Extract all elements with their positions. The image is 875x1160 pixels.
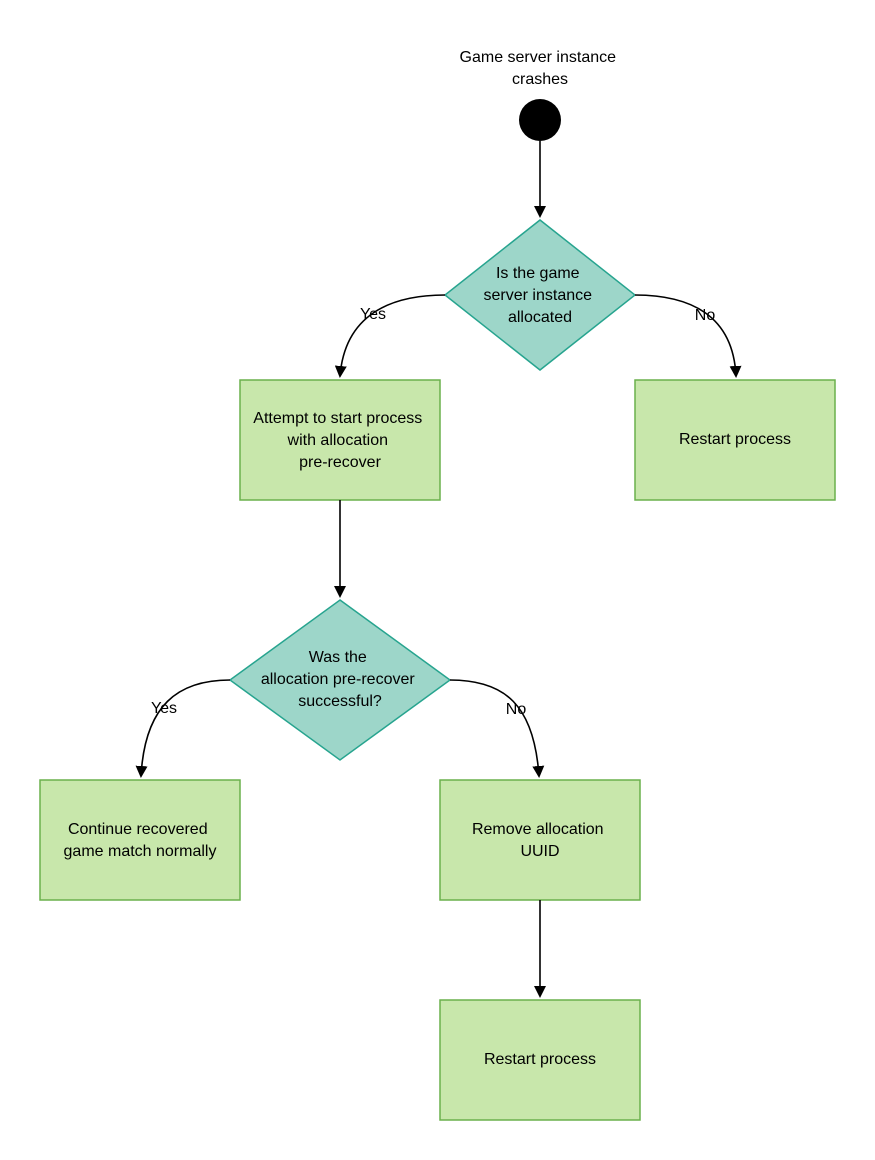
decision-success-text: Was the allocation pre-recover successfu… bbox=[261, 649, 419, 710]
edge-allocated-yes bbox=[334, 294, 446, 378]
edge-allocated-yes-label: Yes bbox=[360, 306, 386, 323]
process-remove-uuid-line-1: Remove allocation bbox=[472, 821, 604, 838]
process-restart-top bbox=[634, 379, 836, 501]
process-attempt-prerecover-line-3: pre-recover bbox=[299, 454, 381, 471]
decision-success-line-1: Was the bbox=[309, 649, 367, 666]
process-restart-top-text: Restart process bbox=[679, 431, 791, 448]
edge-allocated-no-label: No bbox=[695, 307, 716, 324]
process-restart-bottom bbox=[439, 999, 641, 1121]
decision-success bbox=[228, 599, 452, 761]
decision-allocated-line-2: server instance bbox=[484, 287, 593, 304]
process-restart-bottom-line-1: Restart process bbox=[484, 1051, 596, 1068]
edge-success-no bbox=[449, 679, 545, 778]
process-attempt-prerecover bbox=[239, 379, 441, 501]
process-remove-uuid-text: Remove allocation UUID bbox=[472, 821, 608, 860]
start-label: Game server instance crashes bbox=[460, 49, 621, 88]
process-remove-uuid bbox=[439, 779, 641, 901]
start-node bbox=[519, 99, 561, 141]
decision-allocated-line-1: Is the game bbox=[496, 265, 580, 282]
decision-success-line-3: successful? bbox=[298, 693, 382, 710]
process-attempt-prerecover-line-2: with allocation bbox=[287, 432, 389, 449]
process-continue-match-text: Continue recovered game match normally bbox=[64, 821, 217, 860]
edge-success-yes bbox=[135, 679, 231, 778]
process-attempt-prerecover-text: Attempt to start process with allocation… bbox=[253, 410, 426, 471]
process-continue-match-line-1: Continue recovered bbox=[68, 821, 208, 838]
decision-allocated-line-3: allocated bbox=[508, 309, 572, 326]
decision-allocated-text: Is the game server instance allocated bbox=[484, 265, 597, 326]
process-continue-match-line-2: game match normally bbox=[64, 843, 217, 860]
decision-success-line-2: allocation pre-recover bbox=[261, 671, 416, 688]
decision-allocated bbox=[443, 219, 637, 371]
start-label-line-2: crashes bbox=[512, 71, 568, 88]
edge-success-no-label: No bbox=[506, 701, 527, 718]
process-continue-match bbox=[39, 779, 241, 901]
edge-success-yes-label: Yes bbox=[151, 700, 177, 717]
edge-allocated-no bbox=[634, 294, 742, 378]
process-restart-top-line-1: Restart process bbox=[679, 431, 791, 448]
process-remove-uuid-line-2: UUID bbox=[520, 843, 559, 860]
start-label-line-1: Game server instance bbox=[460, 49, 617, 66]
process-attempt-prerecover-line-1: Attempt to start process bbox=[253, 410, 422, 427]
process-restart-bottom-text: Restart process bbox=[484, 1051, 596, 1068]
